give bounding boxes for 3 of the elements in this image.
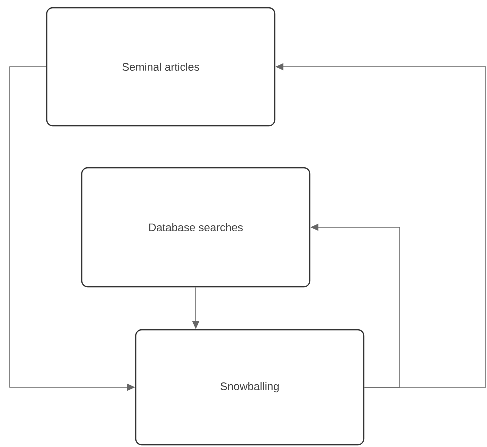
process-box: Snowballing: [135, 329, 365, 446]
process-box: Database searches: [81, 167, 311, 288]
process-box: Seminal articles: [46, 7, 276, 127]
